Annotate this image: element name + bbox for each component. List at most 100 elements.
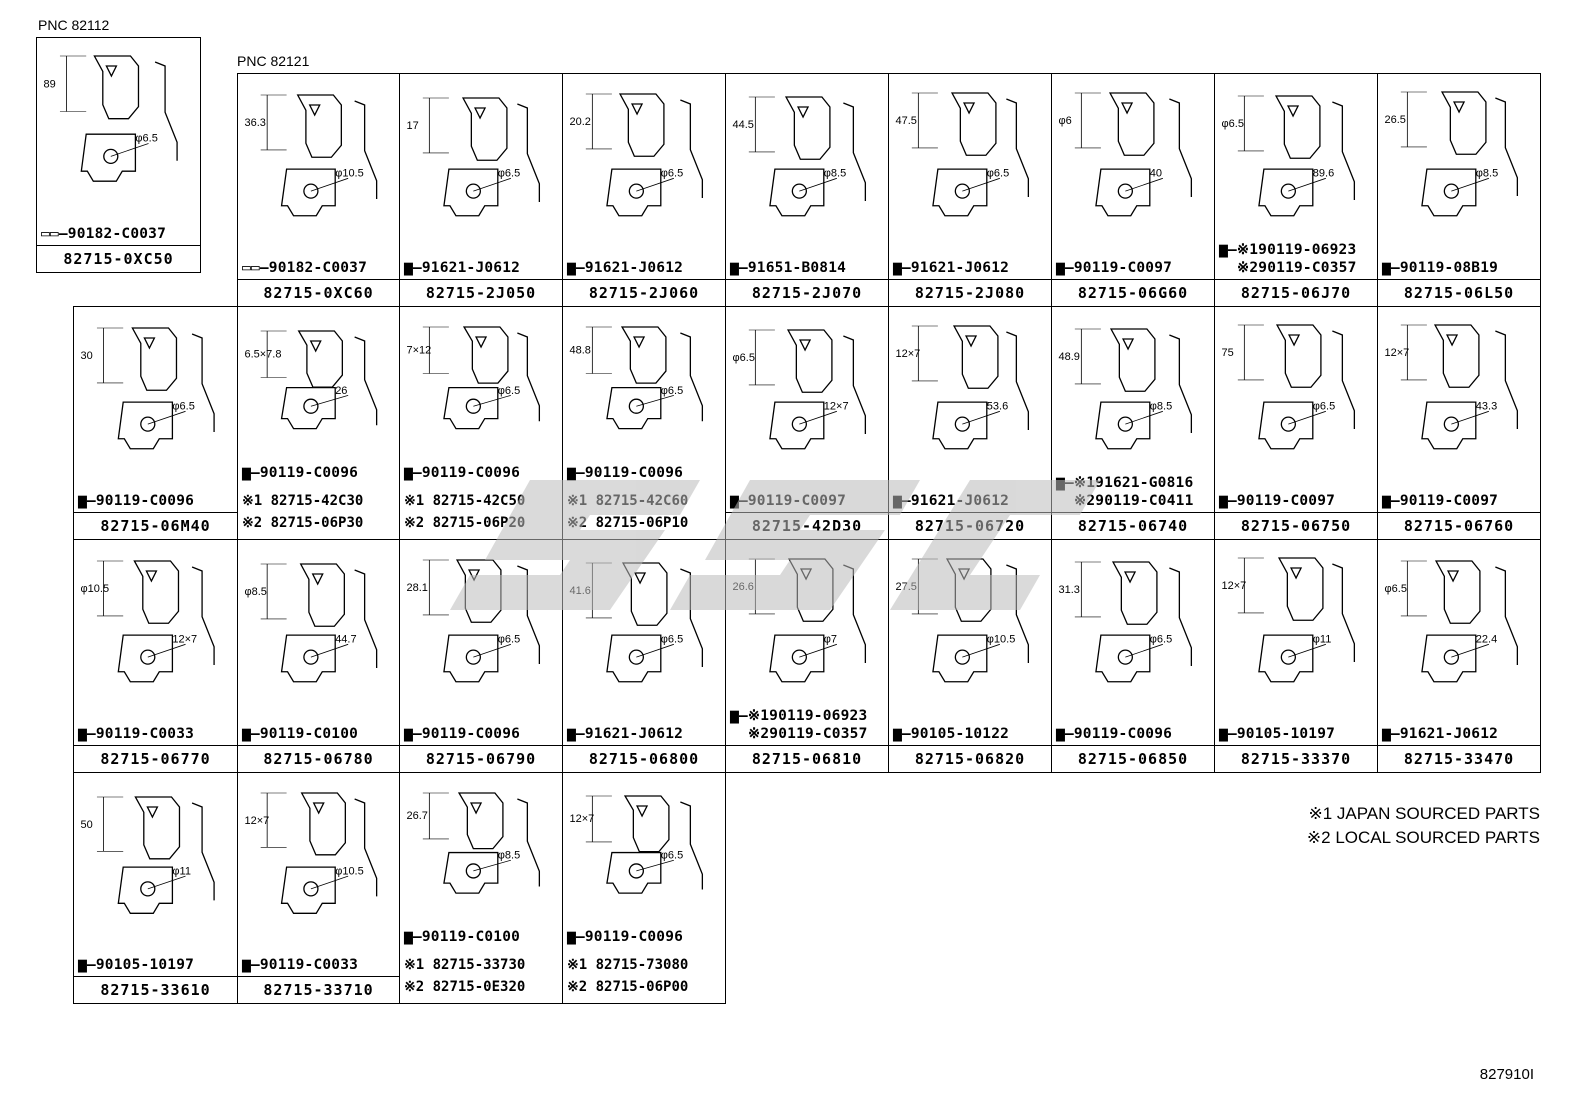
bolt-callout: ▆—91621-J0612 — [567, 260, 683, 276]
bolt-callout: ▆—90105-10197 — [1219, 726, 1335, 742]
part-number-japan: ※1 82715-73080 — [567, 957, 689, 973]
part-number[interactable]: 82715-33710 — [238, 976, 399, 1003]
bolt-icon: ▆ — [1382, 493, 1391, 509]
part-number[interactable]: 82715-33470 — [1378, 745, 1540, 772]
pnc-82121-label: PNC 82121 — [237, 53, 310, 69]
part-number[interactable]: 82715-2J070 — [726, 279, 888, 306]
dimension-label: 12×7 — [824, 400, 849, 412]
part-number[interactable]: 82715-0XC60 — [238, 279, 399, 306]
part-number[interactable]: 82715-06790 — [400, 745, 562, 772]
dimension-label: φ6.5 — [1150, 633, 1172, 645]
bolt-icon: ▆ — [78, 957, 87, 973]
bolt-callout: ▆—90119-C0097 — [1056, 260, 1172, 276]
part-number[interactable]: 82715-06760 — [1378, 512, 1540, 539]
part-number[interactable]: 82715-33610 — [74, 976, 237, 1003]
dimension-label: φ6.5 — [1313, 400, 1335, 412]
dimension-label: φ6.5 — [498, 385, 520, 397]
dimension-label: φ10.5 — [81, 583, 110, 595]
bolt-icon: ▆ — [1219, 726, 1228, 742]
part-number[interactable]: 82715-06770 — [74, 745, 237, 772]
bracket-drawing: φ8.544.7 — [244, 563, 378, 683]
part-number[interactable]: 82715-06780 — [238, 745, 399, 772]
dimension-label: φ10.5 — [335, 167, 364, 179]
dimension-label: 12×7 — [570, 813, 595, 825]
part-number[interactable]: 82715-06820 — [889, 745, 1051, 772]
bolt-callout: ▆—90105-10122 — [893, 726, 1009, 742]
bolt-icon: ▆ — [404, 465, 413, 481]
dimension-label: 12×7 — [172, 633, 197, 645]
bolt-callout: ▆—※190119-06923 — [1219, 242, 1356, 258]
part-number[interactable]: 82715-06740 — [1052, 512, 1214, 539]
part-cell[interactable]: 48.9φ8.5▆—※191621-G0816※290119-C04118271… — [1051, 306, 1215, 540]
part-number[interactable]: 82715-06810 — [726, 745, 888, 772]
dimension-label: 26.5 — [1385, 114, 1406, 126]
bolt-part-number: —90105-10197 — [1227, 726, 1336, 742]
dimension-label: 89 — [44, 78, 56, 90]
bolt-part-number: —91621-J0612 — [575, 726, 684, 742]
part-number[interactable]: 82715-2J060 — [563, 279, 725, 306]
bolt-part-number: —90119-C0097 — [1227, 493, 1336, 509]
part-number[interactable]: 82715-06850 — [1052, 745, 1214, 772]
part-number[interactable]: 82715-0XC50 — [37, 245, 200, 272]
part-number[interactable]: 82715-2J050 — [400, 279, 562, 306]
bolt-callout: ▆—90119-C0096 — [404, 465, 520, 481]
part-number[interactable]: 82715-06M40 — [74, 512, 237, 539]
part-number-local: ※2 82715-06P10 — [567, 515, 689, 531]
bracket-drawing: 28.1φ6.5 — [407, 559, 541, 683]
bolt-callout: ▆—※190119-06923 — [730, 708, 867, 724]
part-number[interactable]: 82715-06750 — [1215, 512, 1377, 539]
part-number[interactable]: 82715-2J080 — [889, 279, 1051, 306]
dimension-label: 12×7 — [1222, 580, 1247, 592]
part-number[interactable]: 82715-06800 — [563, 745, 725, 772]
bolt-part-number: —90182-C0037 — [259, 260, 368, 276]
bolt-icon: ▆ — [1056, 260, 1065, 276]
part-number[interactable]: 82715-06J70 — [1215, 279, 1377, 306]
dimension-label: 89.6 — [1313, 167, 1334, 179]
part-number[interactable]: 82715-06G60 — [1052, 279, 1214, 306]
dimension-label: φ6.5 — [661, 385, 683, 397]
bolt-part-number: —90182-C0037 — [58, 226, 167, 242]
drawing-code: 827910I — [1479, 1066, 1534, 1083]
part-number[interactable]: 82715-33370 — [1215, 745, 1377, 772]
bolt-part-number: —※191621-G0816 — [1064, 475, 1194, 491]
bolt-icon: ▆ — [404, 260, 413, 276]
dimension-label: 12×7 — [244, 815, 269, 827]
bracket-drawing: φ6.589.6 — [1222, 95, 1356, 217]
bolt-part-number: —90119-C0096 — [575, 929, 684, 945]
bolt-part-number: —91621-J0612 — [901, 260, 1010, 276]
clip-icon: ▭▭ — [242, 260, 260, 276]
part-number[interactable]: 82715-06L50 — [1378, 279, 1540, 306]
bolt-icon: ▆ — [730, 260, 739, 276]
dimension-label: φ8.5 — [498, 850, 520, 862]
bolt-part-number: —90105-10122 — [901, 726, 1010, 742]
dimension-label: φ8.5 — [244, 586, 266, 598]
